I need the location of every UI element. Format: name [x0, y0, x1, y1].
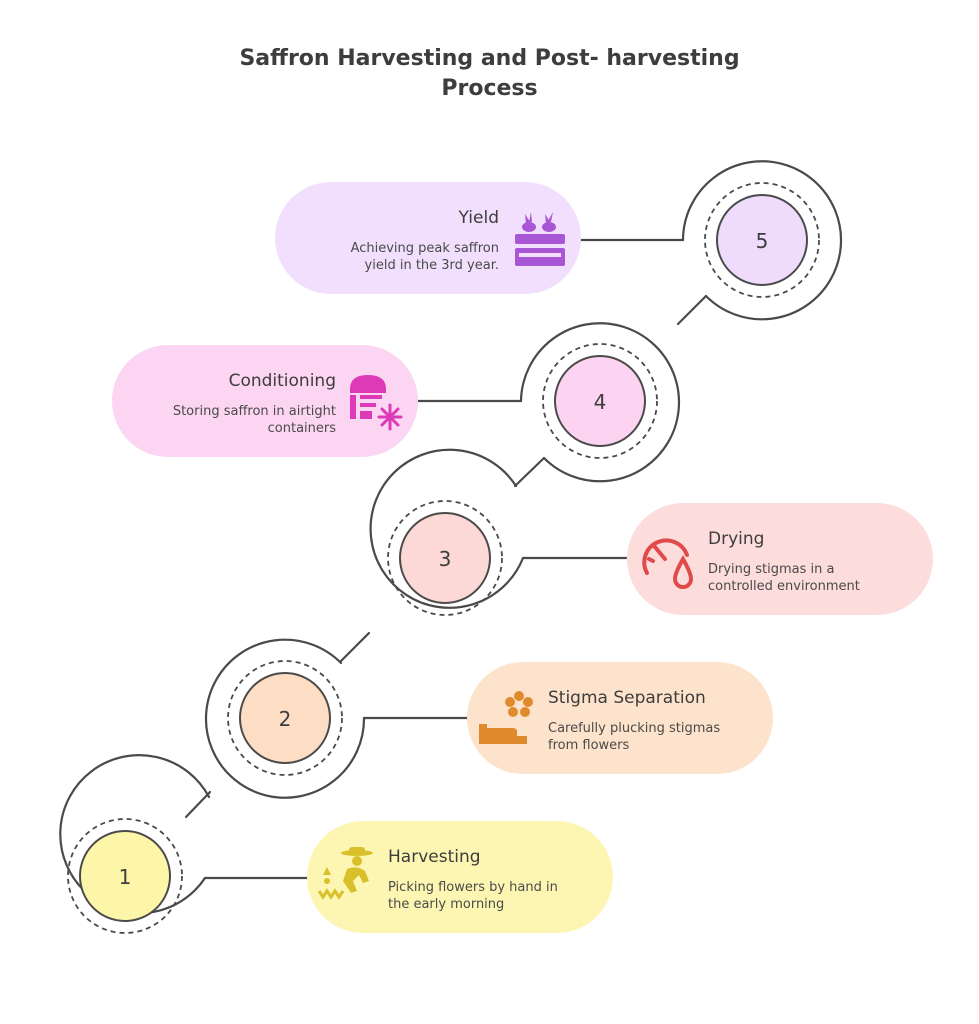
step-4-desc: Storing saffron in airtight containers	[172, 404, 336, 436]
crate-harvest-icon	[515, 212, 565, 266]
step-2-card: Stigma Separation Carefully plucking sti…	[467, 662, 773, 774]
step-2-number: 2	[279, 707, 292, 731]
step-2-outer-ring	[204, 638, 366, 799]
connector-2-3	[339, 631, 371, 663]
step-4-number: 4	[594, 390, 607, 414]
title-line-1: Saffron Harvesting and Post- harvesting	[239, 46, 740, 71]
step-1-number: 1	[119, 865, 132, 889]
step-3-number: 3	[439, 547, 452, 571]
cold-storage-icon	[350, 375, 403, 431]
step-3-title: Drying	[708, 529, 765, 549]
title-line-2: Process	[441, 76, 538, 101]
step-4-circle	[554, 355, 646, 447]
step-1-card: Harvesting Picking flowers by hand in th…	[307, 821, 613, 933]
step-5-card: Yield Achieving peak saffron yield in th…	[275, 182, 581, 294]
step-5-dashed-ring	[704, 182, 820, 298]
step-3-desc: Drying stigmas in a controlled environme…	[708, 562, 860, 594]
step-3-circle	[399, 512, 491, 604]
step-4-outer-ring	[519, 322, 681, 483]
step-1-dashed-ring	[67, 818, 183, 934]
gauge-droplet-icon	[642, 538, 694, 589]
step-3-dashed-ring	[387, 500, 503, 616]
farmer-harvesting-icon	[317, 847, 373, 900]
flower-hand-icon	[479, 691, 533, 744]
step-1-title: Harvesting	[388, 847, 481, 867]
step-2-desc: Carefully plucking stigmas from flowers	[548, 721, 721, 753]
step-1-desc: Picking flowers by hand in the early mor…	[388, 880, 558, 912]
page-title: Saffron Harvesting and Post- harvesting …	[0, 44, 979, 104]
step-2-circle	[239, 672, 331, 764]
connector-3-4	[513, 456, 546, 488]
step-1-circle	[79, 830, 171, 922]
connector-4-5	[676, 294, 708, 326]
step-2-dashed-ring	[227, 660, 343, 776]
step-5-outer-ring	[681, 160, 843, 321]
step-4-title: Conditioning	[228, 371, 336, 391]
step-5-title: Yield	[458, 208, 499, 228]
step-5-desc: Achieving peak saffron yield in the 3rd …	[350, 241, 499, 273]
step-3-outer-ring	[369, 448, 525, 609]
connector-1-2	[184, 790, 212, 819]
step-4-dashed-ring	[542, 343, 658, 459]
step-2-title: Stigma Separation	[548, 688, 706, 708]
step-5-number: 5	[756, 229, 769, 253]
step-4-card: Conditioning Storing saffron in airtight…	[112, 345, 418, 457]
step-3-card: Drying Drying stigmas in a controlled en…	[627, 503, 933, 615]
step-5-circle	[716, 194, 808, 286]
